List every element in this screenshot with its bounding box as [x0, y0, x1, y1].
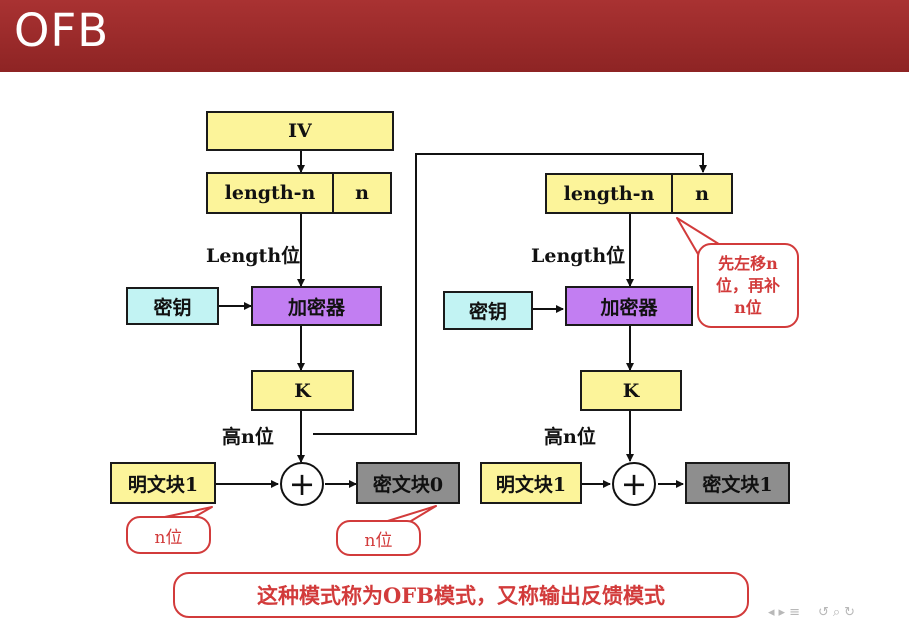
nav-section-icon[interactable]: ▸: [778, 604, 786, 620]
encryptor-box-right: 加密器: [565, 286, 693, 326]
feedback-arrow: [313, 153, 707, 435]
shift-note-line-1: 先左移n: [718, 253, 778, 273]
ciphertext-block-box: 密文块0: [356, 462, 460, 504]
key-box-right: 密钥: [443, 291, 533, 330]
shift-note-line-3: n位: [734, 297, 762, 317]
plaintext-n-bits-callout: n位: [126, 516, 211, 554]
ciphertext-block-box-right: 密文块1: [685, 462, 790, 504]
shift-register-n-part-right: n: [671, 173, 733, 214]
plaintext-block-box: 明文块1: [110, 462, 216, 504]
page-title: OFB: [14, 4, 110, 57]
k-box: K: [251, 370, 354, 411]
high-n-bits-label: 高n位: [222, 426, 274, 448]
xor-icon-right: +: [612, 462, 656, 506]
mode-caption-text: 这种模式称为OFB模式，又称输出反馈模式: [257, 583, 665, 608]
nav-zoom-icon[interactable]: ↻: [844, 604, 856, 620]
nav-menu-icon[interactable]: ≡: [789, 604, 800, 620]
plaintext-block-box-right: 明文块1: [480, 462, 582, 504]
shift-explanation-callout: 先左移n 位，再补 n位: [697, 243, 799, 328]
key-box: 密钥: [126, 287, 219, 325]
nav-back-icon[interactable]: ↺: [817, 604, 829, 620]
ciphertext-n-bits-callout: n位: [336, 520, 421, 556]
high-n-bits-label-right: 高n位: [544, 426, 596, 448]
nav-prev-icon[interactable]: ◂: [768, 604, 775, 620]
encryptor-box: 加密器: [251, 286, 382, 326]
xor-icon: +: [280, 462, 324, 506]
shift-register-n-part: n: [332, 172, 392, 214]
shift-register-left-part-right: length-n: [545, 173, 673, 214]
nav-search-icon[interactable]: ⌕: [832, 604, 841, 620]
shift-register-left-part: length-n: [206, 172, 334, 214]
k-box-right: K: [580, 370, 682, 411]
iv-box: IV: [206, 111, 394, 151]
length-bits-label: Length位: [206, 245, 301, 267]
slide-navigation: ◂ ▸ ≡ ↺ ⌕ ↻: [768, 600, 855, 624]
length-bits-label-right: Length位: [531, 245, 626, 267]
mode-caption-banner: 这种模式称为OFB模式，又称输出反馈模式: [173, 572, 749, 618]
title-bar: OFB: [0, 0, 909, 72]
shift-note-line-2: 位，再补: [715, 275, 780, 295]
